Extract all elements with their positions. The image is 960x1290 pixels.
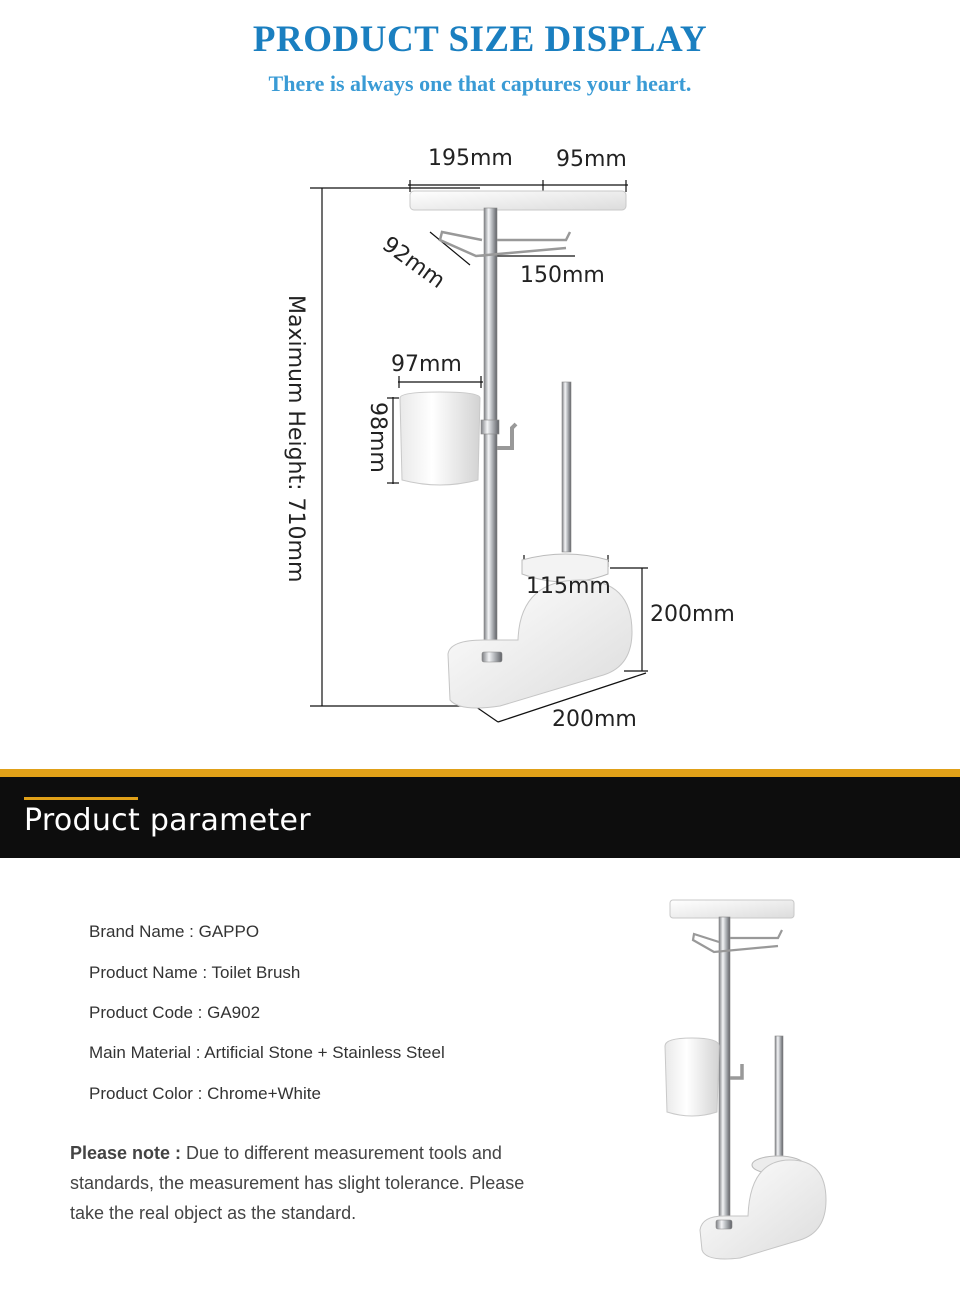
param-material: Main Material : Artificial Stone + Stain… [89,1043,445,1063]
shelf-shape [409,190,627,211]
param-color: Product Color : Chrome+White [89,1084,321,1104]
holder-width-label: 150mm [520,263,605,288]
band-accent-stripe [0,769,960,777]
base-height-label: 200mm [650,602,735,627]
param-value: Chrome+White [207,1084,321,1103]
shelf-width-label: 195mm [428,146,513,171]
param-label: Product Name : [89,963,212,982]
base-width-label: 200mm [552,707,637,732]
param-label: Product Color : [89,1084,208,1103]
section-band [0,777,960,858]
param-code: Product Code : GA902 [89,1003,260,1023]
cup-shape [399,391,481,486]
param-label: Brand Name : [89,922,199,941]
cup-width-label: 97mm [391,352,462,377]
brush-cup-width-label: 115mm [526,574,611,599]
base-shape [447,579,633,709]
param-value: GA902 [207,1003,261,1022]
brush-cup-shape [521,553,609,583]
param-value: GAPPO [198,922,260,941]
param-brand: Brand Name : GAPPO [89,922,259,942]
cup-height-label: 98mm [365,402,390,473]
paper-holder-shape [438,230,572,258]
measurement-note: Please note : Due to different measureme… [70,1138,550,1228]
page-subtitle: There is always one that captures your h… [268,71,692,96]
product-dimension-diagram [310,180,648,723]
param-product-name: Product Name : Toilet Brush [89,963,300,983]
param-label: Product Code : [89,1003,208,1022]
shelf-depth-label: 95mm [556,147,627,172]
section-title: Product parameter [24,803,311,838]
brush-handle-shape [561,381,572,553]
page-title: PRODUCT SIZE DISPLAY [252,19,708,60]
band-underline [24,797,138,800]
max-height-label: Maximum Height: 710mm [283,295,308,583]
param-label: Main Material : [89,1043,205,1062]
param-value: Artificial Stone + Stainless Steel [204,1043,445,1062]
param-value: Toilet Brush [211,963,301,982]
note-text: Due to different measurement tools and s… [70,1143,525,1223]
note-lead: Please note : [70,1143,187,1163]
